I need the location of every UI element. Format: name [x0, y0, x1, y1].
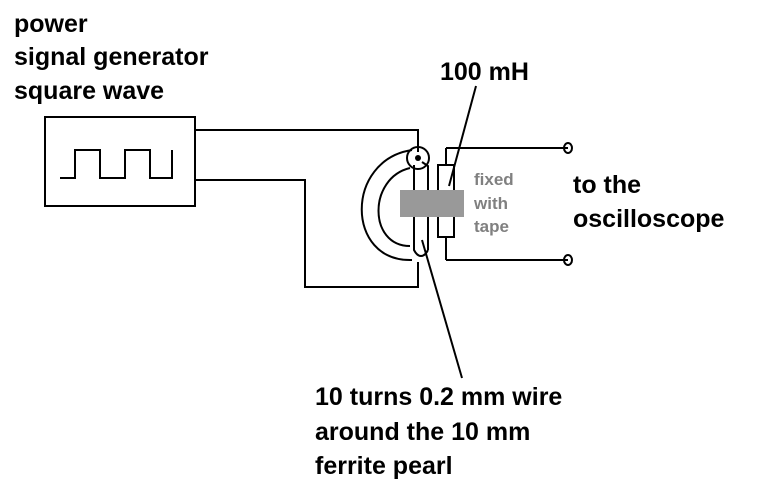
terminal-bottom: [563, 254, 573, 266]
ferrite-pearl: [360, 146, 430, 262]
coil-pointer: [421, 239, 463, 379]
inductor-label: 100 mH: [440, 58, 529, 86]
square-wave-symbol: [60, 149, 173, 179]
inductor-pointer: [448, 85, 477, 187]
generator-box: [44, 116, 196, 207]
coil-inner-arc: [377, 167, 411, 247]
terminal-top: [563, 142, 573, 154]
coil-front-line: [413, 165, 429, 257]
coil-lead: [421, 161, 429, 250]
tape-label: fixed with tape: [473, 170, 518, 236]
pearl-top-ring: [406, 146, 430, 170]
coil-outer-arc: [360, 149, 413, 262]
tape-strip: [400, 190, 464, 217]
pearl-center-dot: [415, 155, 421, 161]
oscilloscope-label: to the oscilloscope: [573, 171, 725, 233]
top-wire: [195, 129, 419, 152]
generator-label: power signal generator square wave: [14, 10, 215, 105]
signal-generator: [44, 116, 196, 207]
coil-label: 10 turns 0.2 mm wire around the 10 mm fe…: [315, 383, 569, 480]
bottom-wire: [195, 179, 419, 288]
